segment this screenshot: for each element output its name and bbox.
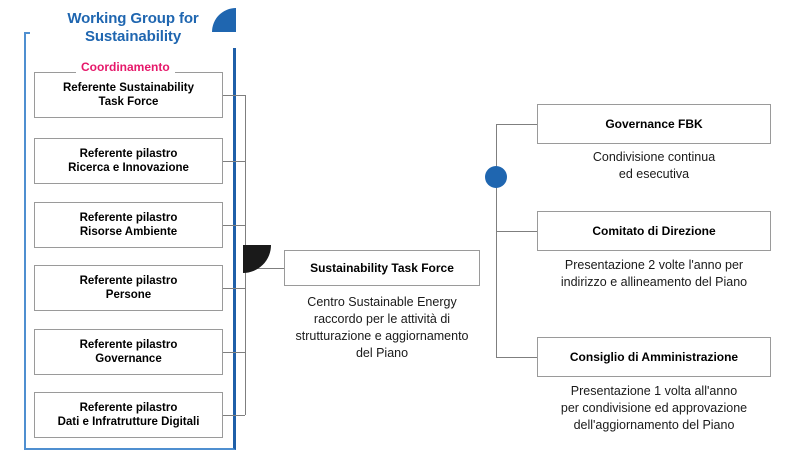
connector-bus-to-center (245, 268, 284, 269)
right-caption-governance-fbk: Condivisione continua ed esecutiva (592, 150, 716, 181)
role-box-label: Referente pilastro Governance (79, 339, 178, 365)
right-box-label: Consiglio di Amministrazione (569, 350, 739, 364)
blue-dot-node (485, 166, 507, 188)
right-box-label: Comitato di Direzione (592, 224, 716, 238)
connector-line-member-4 (223, 288, 245, 289)
connector-line-member-1 (223, 95, 245, 96)
center-caption: Centro Sustainable Energy raccordo per l… (295, 295, 469, 360)
role-box-label: Referente pilastro Ricerca e Innovazione (68, 148, 189, 174)
right-box-comitato-di-direzione[interactable]: Comitato di Direzione (537, 211, 771, 251)
role-box-referente-sustainability-task-force[interactable]: Referente Sustainability Task Force (34, 72, 223, 118)
connector-line-member-3 (223, 225, 245, 226)
right-box-label: Governance FBK (605, 117, 703, 131)
right-box-governance-fbk[interactable]: Governance FBK (537, 104, 771, 144)
coordinamento-legend: Coordinamento (76, 60, 175, 74)
connector-line-member-2 (223, 161, 245, 162)
role-box-label: Referente pilastro Dati e Infratrutture … (57, 402, 200, 428)
connector-line-consiglio-amministrazione (496, 357, 537, 358)
connector-line-comitato-direzione (496, 231, 537, 232)
center-box-sustainability-task-force[interactable]: Sustainability Task Force (284, 250, 480, 286)
role-box-label: Referente pilastro Persone (79, 275, 178, 301)
role-box-label: Referente pilastro Risorse Ambiente (79, 212, 178, 238)
role-box-referente-risorse-ambiente[interactable]: Referente pilastro Risorse Ambiente (34, 202, 223, 248)
center-box-label: Sustainability Task Force (310, 261, 454, 275)
right-caption-comitato-di-direzione: Presentazione 2 volte l'anno per indiriz… (560, 258, 748, 289)
role-box-referente-ricerca-innovazione[interactable]: Referente pilastro Ricerca e Innovazione (34, 138, 223, 184)
role-box-referente-persone[interactable]: Referente pilastro Persone (34, 265, 223, 311)
connector-line-governance-fbk (496, 124, 537, 125)
role-box-label: Referente Sustainability Task Force (62, 82, 194, 108)
connector-line-member-5 (223, 352, 245, 353)
role-box-referente-dati-infrastrutture-digitali[interactable]: Referente pilastro Dati e Infratrutture … (34, 392, 223, 438)
connector-line-member-6 (223, 415, 245, 416)
right-caption-consiglio-di-amministrazione: Presentazione 1 volta all'anno per condi… (560, 384, 748, 432)
right-box-consiglio-di-amministrazione[interactable]: Consiglio di Amministrazione (537, 337, 771, 377)
connector-bus-right (496, 124, 497, 358)
working-group-title: Working Group for Sustainability (30, 8, 236, 48)
role-box-referente-governance[interactable]: Referente pilastro Governance (34, 329, 223, 375)
